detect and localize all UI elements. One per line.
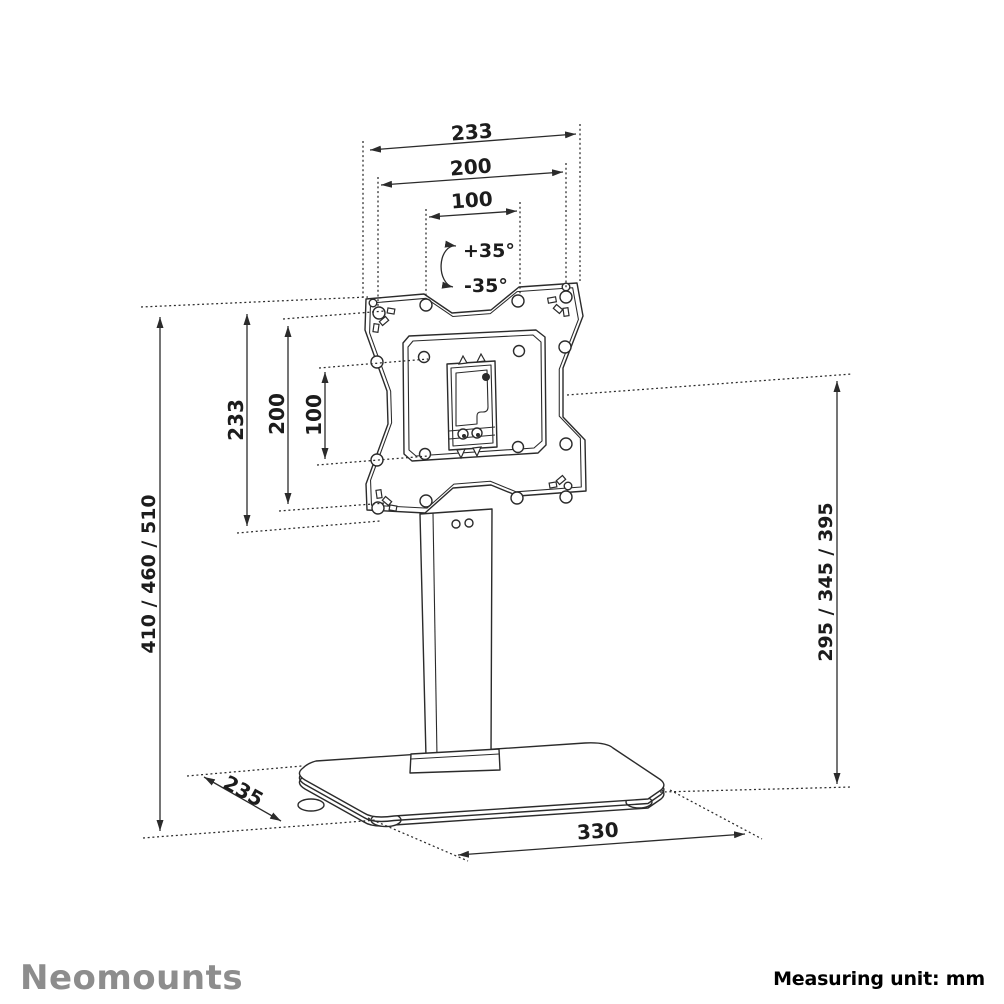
dimension-line bbox=[369, 131, 577, 153]
dim-label-top-200: 200 bbox=[449, 153, 493, 180]
footer: Neomounts Measuring unit: mm bbox=[20, 958, 985, 998]
dimension-line bbox=[457, 831, 746, 858]
dimension-top-width-200: 200 bbox=[377, 153, 567, 307]
leader-line bbox=[278, 502, 387, 512]
dim-label-base-depth: 235 bbox=[219, 770, 267, 811]
dim-label-left-100: 100 bbox=[302, 394, 326, 436]
extension-line bbox=[367, 817, 469, 862]
bracket-tab bbox=[457, 354, 468, 365]
dimension-line bbox=[380, 169, 564, 188]
dimension-left-height-outer: 233 bbox=[140, 296, 381, 534]
bracket-screw bbox=[482, 373, 490, 381]
dim-label-right-height: 295 / 345 / 395 bbox=[815, 502, 837, 661]
bracket-screw-dot bbox=[462, 434, 466, 438]
column-edge-line bbox=[432, 512, 438, 758]
bracket-window bbox=[455, 369, 489, 427]
dimension-base-width: 330 bbox=[367, 789, 763, 862]
bracket-screw-dot bbox=[476, 433, 480, 437]
brand-logo: Neomounts bbox=[20, 958, 243, 998]
bracket-hinge-lines bbox=[448, 426, 496, 440]
tilt-arc-arrow bbox=[440, 240, 457, 289]
dimension-line bbox=[203, 776, 282, 822]
base-foot bbox=[297, 798, 325, 812]
dim-label-tilt-down: -35° bbox=[464, 275, 508, 297]
dim-label-top-233: 233 bbox=[450, 118, 494, 145]
column-hole bbox=[464, 518, 474, 528]
dim-label-top-100: 100 bbox=[450, 187, 493, 214]
base bbox=[297, 742, 665, 828]
dimension-left-height-100: 100 bbox=[302, 358, 429, 466]
column-collar-line bbox=[410, 753, 500, 760]
dimensions: 233 200 100 +35° -35° 233 bbox=[138, 118, 853, 862]
leader-line bbox=[140, 296, 369, 308]
stand-illustration bbox=[297, 282, 665, 828]
leader-line bbox=[318, 358, 429, 369]
column-body bbox=[419, 508, 493, 758]
dimension-left-height-200: 200 bbox=[265, 310, 387, 512]
plate-recess-inner-edge bbox=[407, 334, 543, 457]
dimension-right-height: 295 / 345 / 395 bbox=[566, 373, 853, 793]
dim-label-left-233: 233 bbox=[224, 399, 248, 441]
bracket-tab bbox=[472, 446, 482, 458]
dimension-top-width-100: 100 bbox=[425, 187, 521, 299]
extension-line bbox=[669, 789, 763, 840]
center-bracket bbox=[446, 352, 498, 460]
bracket-tab bbox=[475, 352, 486, 363]
plate-slots bbox=[372, 296, 570, 512]
dimension-line bbox=[428, 208, 518, 220]
vesa-plate bbox=[364, 282, 587, 515]
column-collar bbox=[409, 748, 501, 774]
dimension-top-width-outer: 233 bbox=[362, 118, 581, 297]
dim-label-left-200: 200 bbox=[265, 393, 289, 435]
bracket-tab bbox=[456, 448, 466, 460]
dimension-base-depth: 235 bbox=[186, 765, 303, 822]
leader-line bbox=[566, 373, 853, 396]
leader-line bbox=[659, 786, 853, 793]
tilt-annotation: +35° -35° bbox=[440, 240, 515, 297]
dimension-total-height: 410 / 460 / 510 bbox=[138, 317, 378, 839]
measuring-unit-label: Measuring unit: mm bbox=[773, 968, 985, 990]
dim-label-total-height: 410 / 460 / 510 bbox=[138, 494, 160, 653]
column-hole bbox=[451, 519, 461, 529]
leader-line bbox=[236, 520, 381, 534]
column bbox=[409, 508, 501, 774]
extension-line bbox=[186, 765, 303, 777]
bracket-inner-edge bbox=[450, 364, 494, 447]
dim-label-base-width: 330 bbox=[576, 817, 619, 844]
leader-line bbox=[282, 310, 386, 320]
leader-line bbox=[142, 819, 378, 839]
vesa-holes bbox=[368, 282, 573, 515]
dim-label-tilt-up: +35° bbox=[463, 240, 515, 262]
